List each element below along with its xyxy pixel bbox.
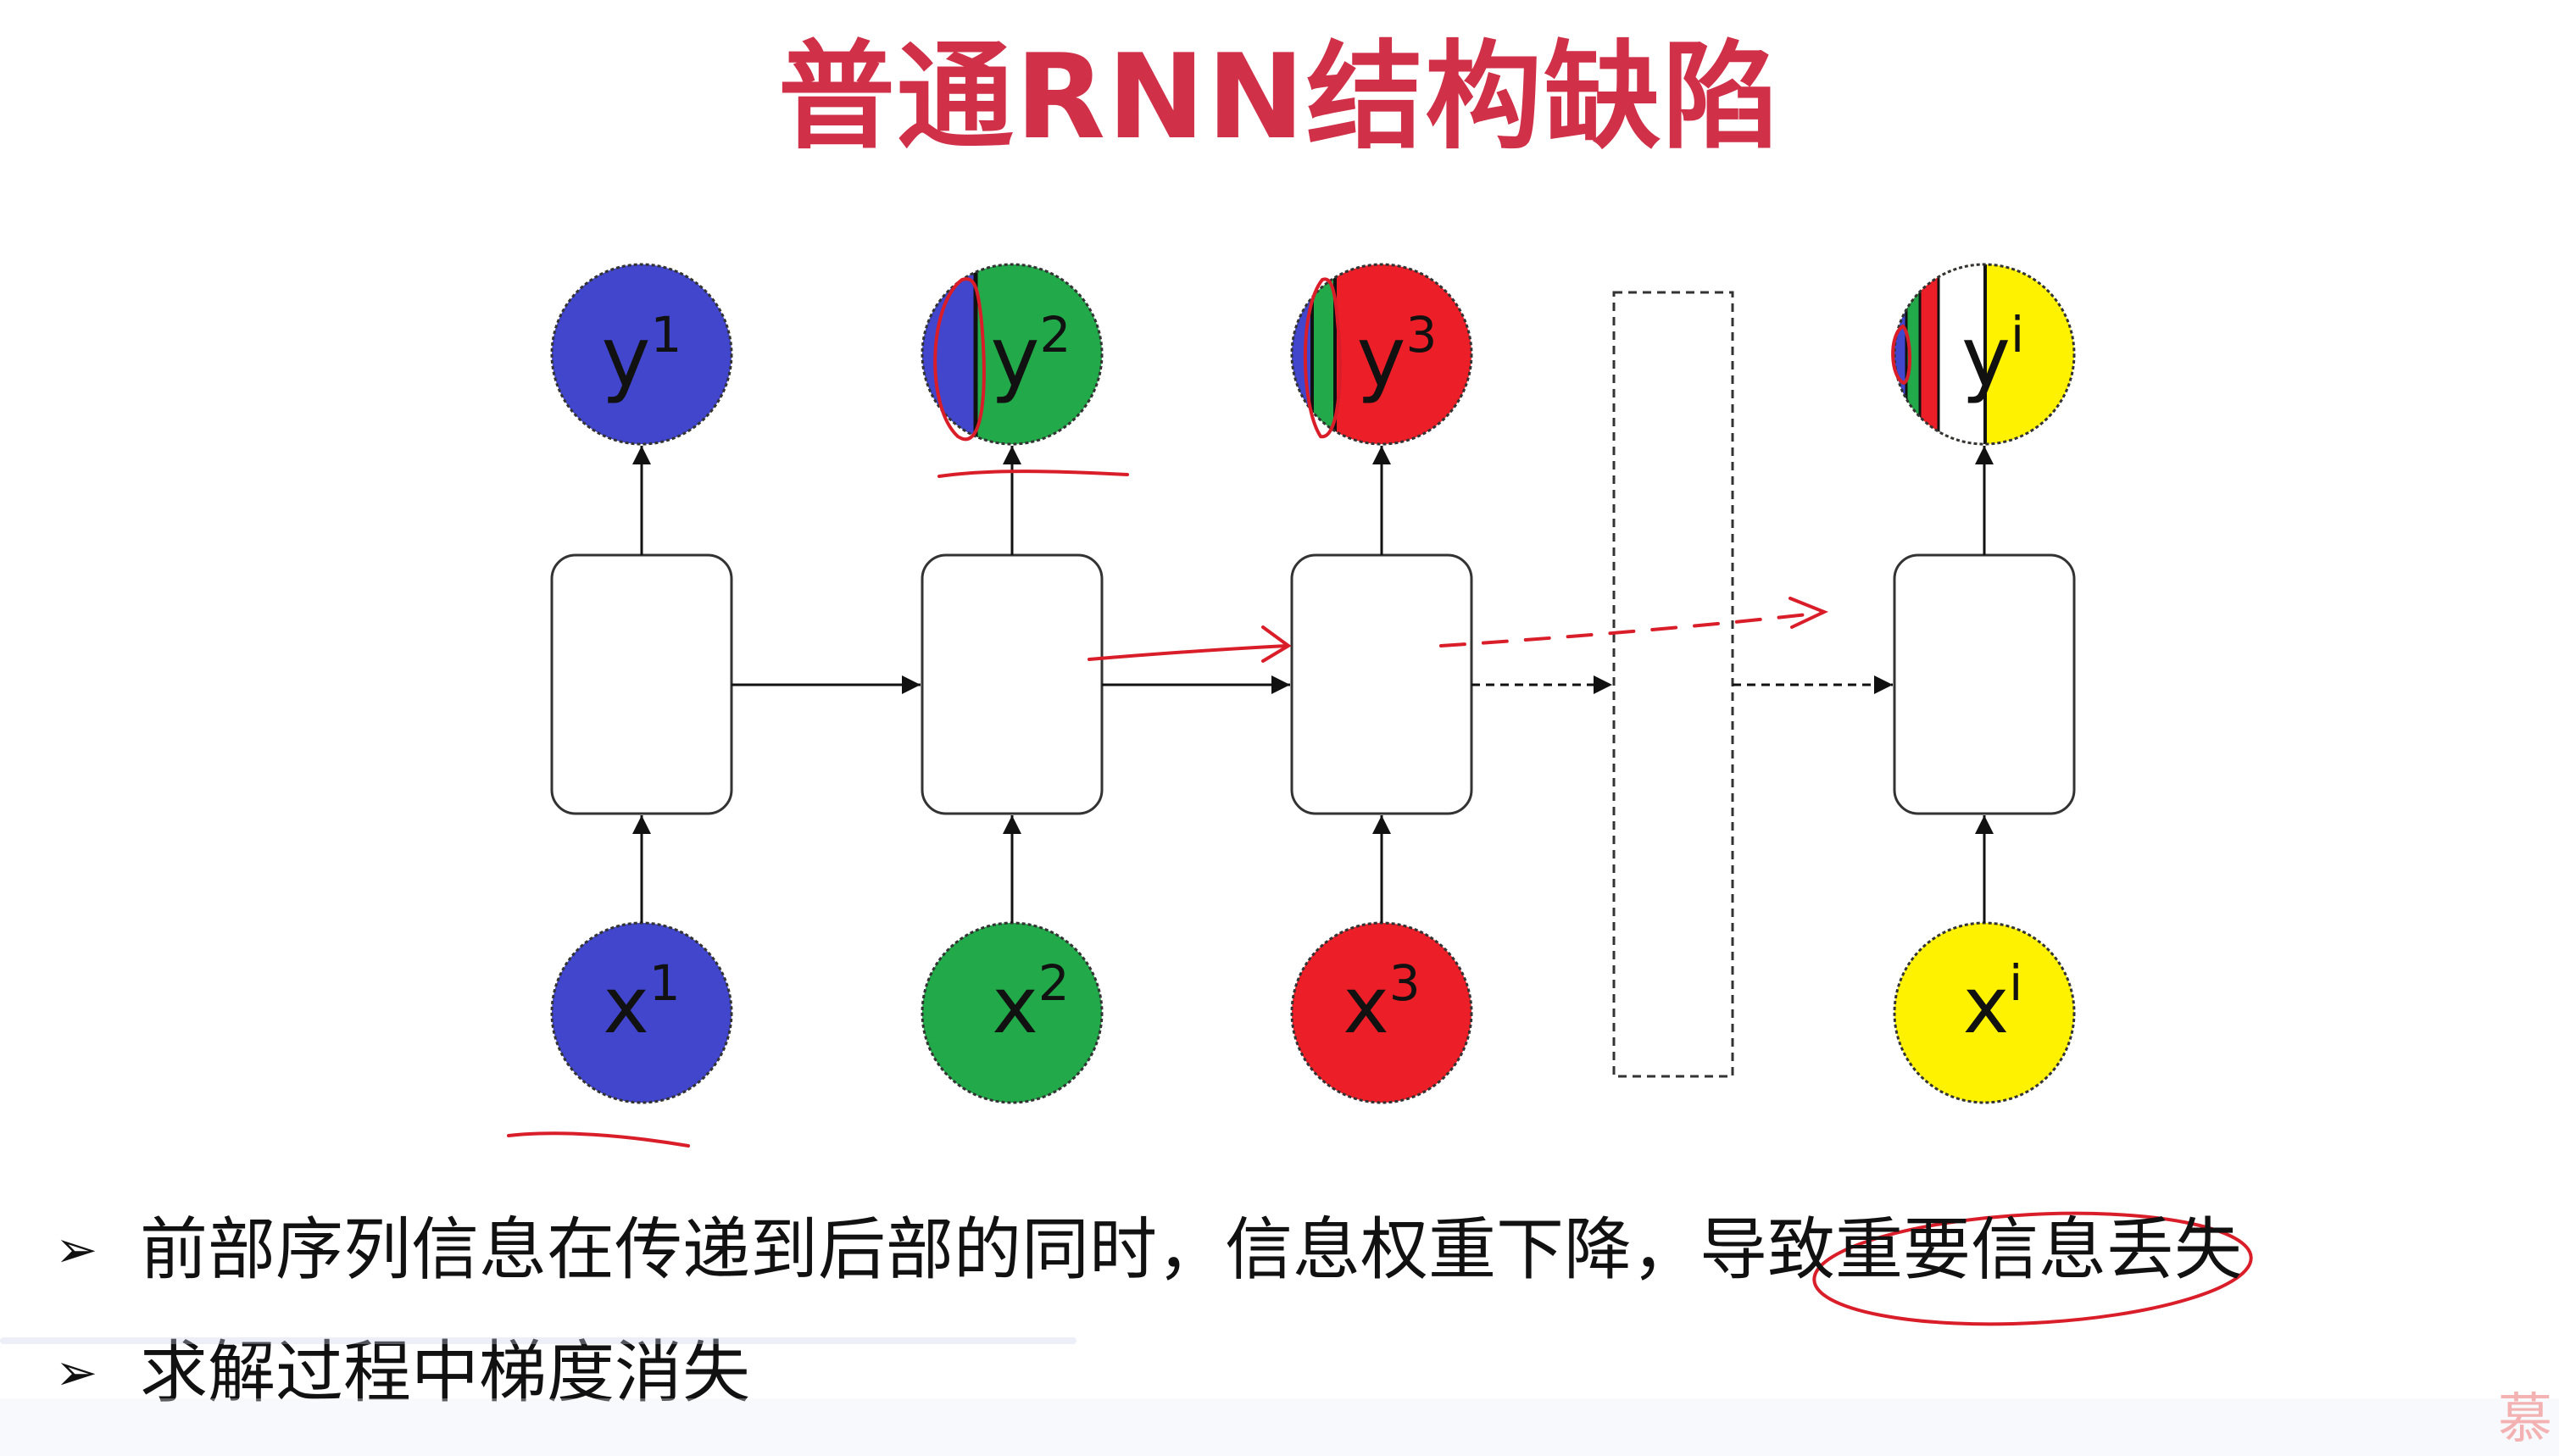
bullet-text-1: 前部序列信息在传递到后部的同时，信息权重下降，导致重要信息丢失 [140, 1210, 2242, 1289]
annotation-arrowhead-cell3 [1261, 625, 1292, 663]
input-label-x2: x2 [992, 954, 1069, 1051]
annotation-circle-y2-blue [933, 277, 986, 442]
video-player-controls[interactable] [0, 1398, 2559, 1456]
annotation-ellipse-important-info [1812, 1211, 2253, 1326]
annotation-dashed-arrow [1439, 611, 1824, 647]
output-label-y3: y3 [1357, 306, 1438, 406]
bullet-point-2: ➢ 求解过程中梯度消失 [55, 1331, 750, 1415]
video-progress-bar[interactable] [0, 1337, 1076, 1344]
input-label-x3: x3 [1343, 954, 1420, 1051]
watermark-logo: 慕 [2498, 1388, 2552, 1451]
hidden-cell-2 [921, 553, 1104, 815]
bullet-marker-icon: ➢ [55, 1220, 98, 1280]
input-label-xi: xi [1963, 954, 2023, 1051]
bullet-marker-icon: ➢ [55, 1343, 98, 1403]
annotation-dashed-arrowhead [1789, 597, 1828, 629]
hidden-cell-3 [1290, 553, 1473, 815]
ellipsis-box [1612, 291, 1734, 1078]
annotation-circle-y3 [1303, 277, 1342, 439]
output-label-y2: y2 [991, 306, 1071, 406]
input-label-x1: x1 [603, 954, 680, 1051]
slide-title: 普通RNN结构缺陷 [777, 29, 1782, 165]
annotation-arrow-cell2-to-cell3 [1088, 644, 1288, 661]
output-node-y1 [550, 263, 733, 446]
annotation-underline-y2 [937, 470, 1129, 478]
output-label-yi: yi [1961, 306, 2024, 406]
annotation-circle-yi [1891, 324, 1911, 386]
annotation-underline-x1 [507, 1131, 690, 1148]
hidden-cell-1 [550, 553, 733, 815]
hidden-cell-i [1893, 553, 2076, 815]
output-label-y1: y1 [602, 306, 682, 406]
bullet-point-1: ➢ 前部序列信息在传递到后部的同时，信息权重下降，导致重要信息丢失 [55, 1208, 2242, 1292]
bullet-text-2: 求解过程中梯度消失 [140, 1333, 750, 1412]
